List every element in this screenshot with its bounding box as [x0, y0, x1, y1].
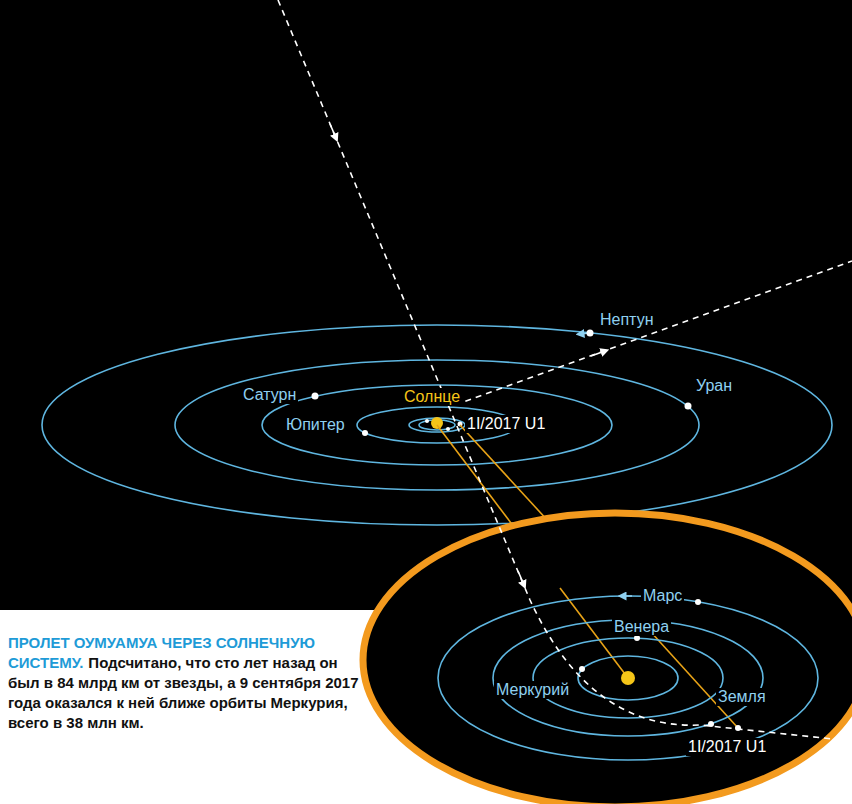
inner-orbits: [438, 596, 818, 760]
object-label: 1I/2017 U1: [465, 415, 547, 433]
planet-label: Меркурий: [494, 681, 571, 699]
inset-frame: [363, 513, 852, 804]
sun: [431, 417, 443, 429]
planet-label: Нептун: [598, 311, 655, 329]
planet-label: Венера: [612, 618, 671, 636]
object-label: 1I/2017 U1: [686, 738, 768, 756]
caption-block: ПРОЛЕТ ОУМУАМУА ЧЕРЕЗ СОЛНЕЧНУЮ СИСТЕМУ.…: [8, 633, 360, 733]
planet-label: Марс: [641, 587, 684, 605]
planet-label: Уран: [694, 377, 734, 395]
inner-planet-dots: [579, 599, 741, 731]
planet-label: Юпитер: [284, 416, 347, 434]
trajectory-arrows: [330, 124, 605, 585]
sun-inset: [621, 671, 635, 685]
orbit-arrow: [622, 595, 632, 597]
trajectory: [278, 0, 852, 741]
space-background: [0, 0, 852, 610]
planet-label: Земля: [716, 688, 768, 706]
sun-label: Солнце: [402, 388, 462, 406]
planet-dots: [312, 330, 692, 437]
planet-label: Сатурн: [241, 386, 298, 404]
